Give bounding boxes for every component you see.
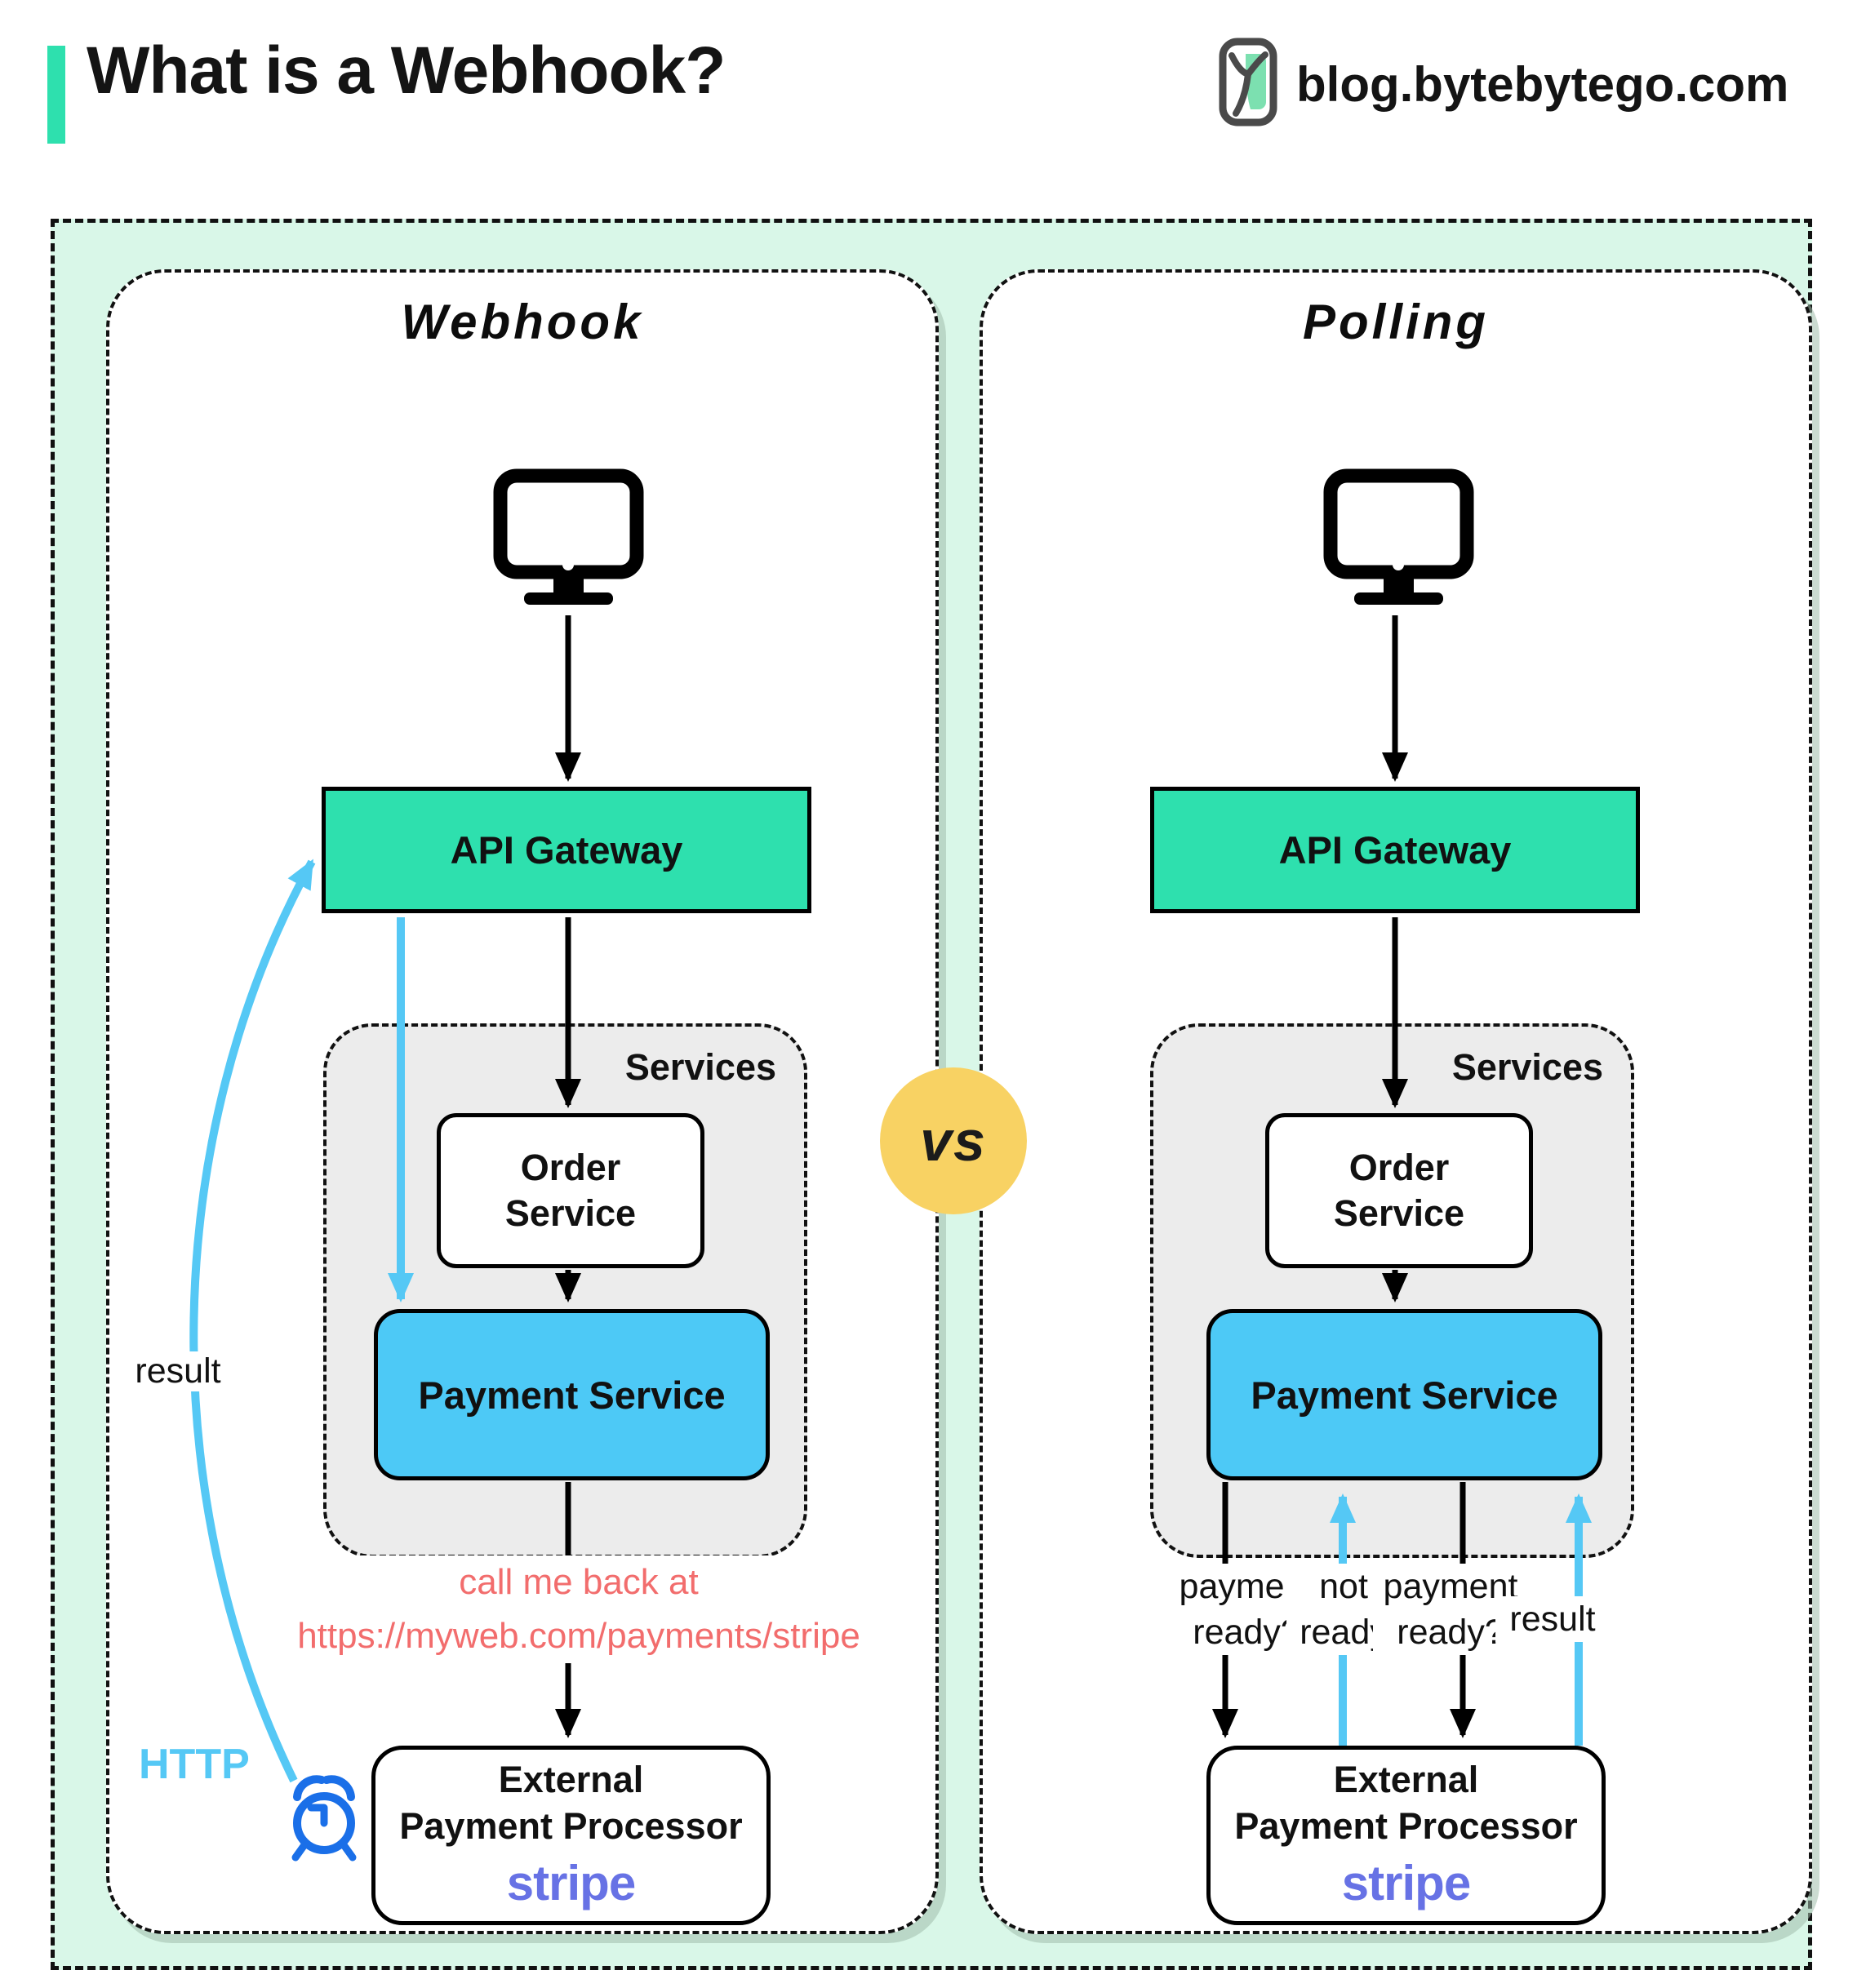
alarm-clock-icon <box>286 1768 362 1875</box>
poll-label-result: result <box>1495 1596 1610 1642</box>
vs-badge: vs <box>880 1067 1027 1214</box>
external-processor-label-line1: External <box>1333 1759 1479 1801</box>
monitor-icon <box>493 468 644 611</box>
callback-note-line1: call me back at <box>459 1562 699 1602</box>
payment-service-label: Payment Service <box>418 1373 726 1417</box>
external-processor-label-line2: Payment Processor <box>399 1804 743 1847</box>
payment-service-node: Payment Service <box>1206 1309 1602 1480</box>
api-gateway-label: API Gateway <box>1278 828 1512 872</box>
payment-service-label: Payment Service <box>1251 1373 1558 1417</box>
services-label: Services <box>1451 1046 1603 1088</box>
external-processor-label-line1: External <box>498 1759 644 1801</box>
payment-service-node: Payment Service <box>374 1309 770 1480</box>
external-processor-node: External Payment Processor stripe <box>371 1746 771 1925</box>
order-service-node: Order Service <box>1265 1113 1533 1268</box>
external-processor-node: External Payment Processor stripe <box>1206 1746 1606 1925</box>
result-arrow-label: result <box>129 1351 227 1391</box>
polling-panel: Polling API Gateway Services Or <box>980 269 1812 1934</box>
order-service-node: Order Service <box>437 1113 704 1268</box>
polling-panel-title: Polling <box>1303 295 1489 349</box>
external-processor-label-line2: Payment Processor <box>1234 1804 1578 1847</box>
stripe-logo: stripe <box>506 1855 636 1910</box>
api-gateway-label: API Gateway <box>450 828 683 872</box>
callback-note: call me back at https://myweb.com/paymen… <box>293 1555 864 1663</box>
site-branding: blog.bytebytego.com <box>1218 38 1788 131</box>
title-accent-bar <box>47 46 65 144</box>
services-label: Services <box>624 1046 776 1088</box>
stripe-logo: stripe <box>1341 1855 1471 1910</box>
bytebytego-logo-icon <box>1218 38 1278 131</box>
page-title: What is a Webhook? <box>87 33 726 108</box>
api-gateway-node: API Gateway <box>322 787 811 913</box>
http-label: HTTP <box>139 1741 250 1788</box>
site-url: blog.bytebytego.com <box>1296 57 1789 112</box>
webhook-panel-title: Webhook <box>401 295 644 349</box>
order-service-label: Order Service <box>1333 1146 1465 1234</box>
webhook-panel: Webhook API Gateway Services <box>106 269 939 1934</box>
monitor-icon <box>1323 468 1474 611</box>
callback-url: https://myweb.com/payments/stripe <box>297 1616 860 1656</box>
order-service-label: Order Service <box>504 1146 637 1234</box>
api-gateway-node: API Gateway <box>1150 787 1640 913</box>
